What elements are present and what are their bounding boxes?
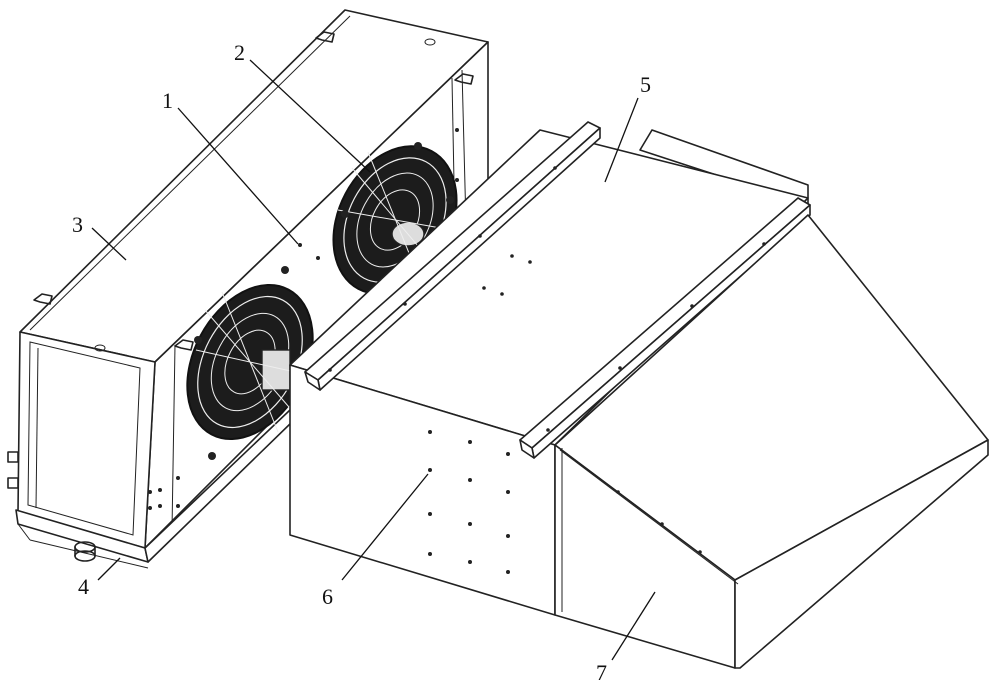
label-4: 4: [78, 574, 89, 599]
leader-3: [91, 227, 127, 261]
pipe-stub: [7, 451, 19, 463]
hanging-bracket: [315, 31, 335, 43]
label-6: 6: [322, 584, 333, 609]
label-5: 5: [640, 72, 651, 97]
leader-4: [97, 557, 121, 581]
evaporator-end-face: [17, 331, 156, 549]
label-2: 2: [234, 40, 245, 65]
label-7: 7: [596, 660, 607, 685]
pipe-stub: [7, 477, 19, 489]
leader-5: [604, 97, 639, 183]
leader-1: [177, 107, 299, 245]
label-3: 3: [72, 212, 83, 237]
hanging-bracket: [174, 339, 194, 351]
leader-2: [249, 59, 371, 173]
part-labels: 1 2 3 4 5 6 7: [72, 40, 651, 685]
fan-lower: [186, 266, 314, 460]
leader-7: [611, 591, 656, 661]
leader-6: [341, 473, 429, 581]
air-hood: [554, 214, 989, 669]
label-1: 1: [162, 88, 173, 113]
hanging-bracket: [33, 293, 53, 305]
end-panel-frame: [27, 341, 141, 536]
leader-lines: [91, 59, 656, 661]
air-duct: [289, 121, 811, 616]
hanging-bracket: [454, 73, 474, 85]
